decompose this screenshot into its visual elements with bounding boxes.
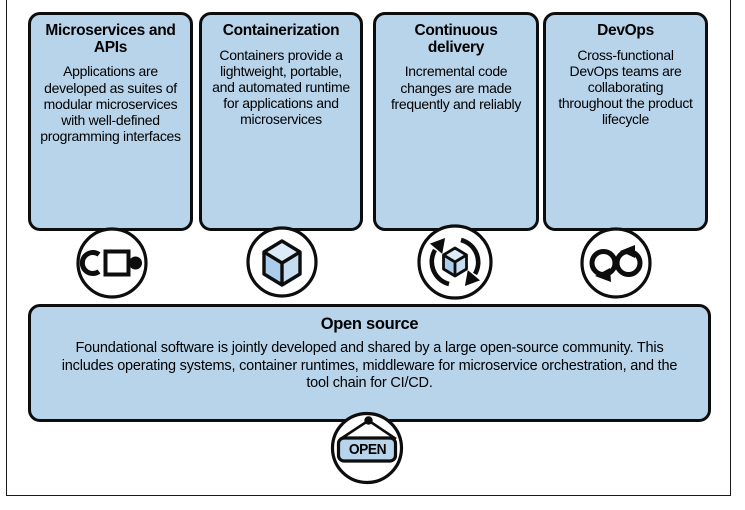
card-body: Applications are developed as suites of … (40, 63, 181, 144)
open-source-title: Open source (320, 315, 419, 333)
cycle-cube-icon (415, 222, 495, 302)
card-microservices-apis: Microservices and APIs Applications are … (28, 12, 193, 231)
open-sign-label: OPEN (348, 442, 387, 458)
card-body: Containers provide a lightweight, portab… (212, 46, 350, 128)
container-cube-icon (242, 222, 322, 302)
card-title: Continuous delivery (414, 22, 498, 56)
card-title: Microservices and APIs (45, 22, 176, 56)
card-continuous-delivery: Continuous delivery Incremental code cha… (373, 12, 539, 231)
card-title: DevOps (597, 22, 654, 39)
open-sign-icon (327, 408, 407, 488)
devops-infinity-icon (576, 223, 656, 303)
card-devops: DevOps Cross-functional DevOps teams are… (543, 12, 708, 231)
card-containerization: Containerization Containers provide a li… (199, 12, 363, 231)
open-source-box: Open source Foundational software is joi… (28, 304, 711, 422)
page-frame (6, 0, 731, 496)
api-connector-icon (72, 223, 152, 303)
card-body: Cross-functional DevOps teams are collab… (558, 46, 693, 128)
card-body: Incremental code changes are made freque… (390, 63, 522, 112)
card-title: Containerization (222, 22, 340, 39)
open-source-body: Foundational software is jointly develop… (61, 340, 678, 392)
